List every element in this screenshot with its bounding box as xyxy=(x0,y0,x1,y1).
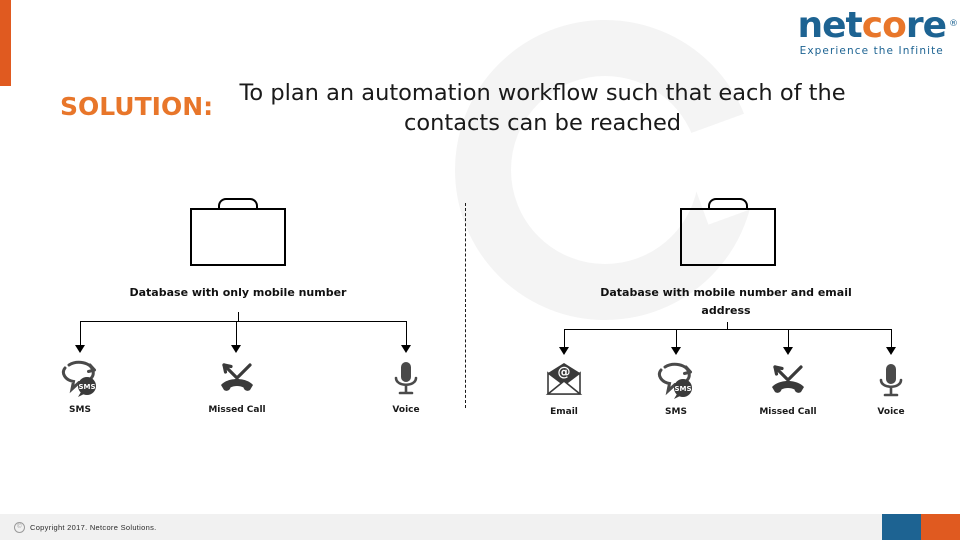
accent-bar-left xyxy=(0,0,11,86)
footer-accent-orange xyxy=(921,514,960,540)
solution-kicker: SOLUTION: xyxy=(60,92,214,121)
copyright-notice: © Copyright 2017. Netcore Solutions. xyxy=(14,522,157,533)
microphone-icon xyxy=(361,356,451,402)
briefcase-body-icon xyxy=(680,208,776,266)
connector-drop-right-3 xyxy=(788,329,789,349)
logo-wordmark: netcore® xyxy=(797,5,958,46)
channel-label: SMS xyxy=(69,405,91,415)
connector-stem-left xyxy=(238,312,239,322)
logo-text-net: net xyxy=(797,5,862,46)
briefcase-handle-icon xyxy=(218,198,258,210)
sms-bubble-icon: SMS xyxy=(631,358,721,404)
svg-text:@: @ xyxy=(558,365,571,380)
registered-trademark-icon: ® xyxy=(949,19,958,29)
logo-text-re: re xyxy=(905,5,947,46)
connector-arrow-left-3 xyxy=(401,345,411,353)
briefcase-handle-icon xyxy=(708,198,748,210)
headline-block: SOLUTION: To plan an automation workflow… xyxy=(60,78,850,138)
briefcase-body-icon xyxy=(190,208,286,266)
microphone-icon xyxy=(846,358,936,404)
connector-bus-right xyxy=(564,329,891,330)
channel-node-sms-right: SMS SMS xyxy=(631,358,721,417)
connector-drop-left-3 xyxy=(406,321,407,347)
connector-drop-left-2 xyxy=(236,321,237,347)
connector-bus-left xyxy=(80,321,406,322)
connector-drop-right-1 xyxy=(564,329,565,349)
missed-call-icon xyxy=(743,358,833,404)
connector-drop-left-1 xyxy=(80,321,81,347)
copyright-text: Copyright 2017. Netcore Solutions. xyxy=(30,523,157,532)
connector-drop-right-2 xyxy=(676,329,677,349)
connector-arrow-right-4 xyxy=(886,347,896,355)
connector-arrow-right-2 xyxy=(671,347,681,355)
email-envelope-icon: @ xyxy=(519,358,609,404)
netcore-logo: netcore® Experience the Infinite xyxy=(797,5,958,58)
connector-stem-right xyxy=(727,322,728,330)
channel-label: Voice xyxy=(392,405,420,415)
connector-arrow-left-1 xyxy=(75,345,85,353)
connector-drop-right-4 xyxy=(891,329,892,349)
channel-label: Missed Call xyxy=(208,405,266,415)
channel-label: SMS xyxy=(665,407,687,417)
channel-node-voice-left: Voice xyxy=(361,356,451,415)
connector-arrow-right-3 xyxy=(783,347,793,355)
svg-text:SMS: SMS xyxy=(674,385,691,393)
connector-arrow-left-2 xyxy=(231,345,241,353)
missed-call-icon xyxy=(192,356,282,402)
channel-node-voice-right: Voice xyxy=(846,358,936,417)
copyright-icon: © xyxy=(14,522,25,533)
logo-tagline: Experience the Infinite xyxy=(799,45,944,57)
channel-label: Missed Call xyxy=(759,407,817,417)
database-icon-right xyxy=(680,198,776,268)
svg-text:SMS: SMS xyxy=(78,383,95,391)
footer-band xyxy=(0,514,960,540)
database-caption-right: Database with mobile number and email ad… xyxy=(600,286,852,317)
channel-node-missed-call-right: Missed Call xyxy=(743,358,833,417)
solution-statement: To plan an automation workflow such that… xyxy=(239,80,846,136)
channel-label: Email xyxy=(550,407,578,417)
channel-node-sms-left: SMS SMS xyxy=(35,356,125,415)
logo-text-co: co xyxy=(861,5,907,46)
channel-label: Voice xyxy=(877,407,905,417)
channel-node-missed-call-left: Missed Call xyxy=(192,356,282,415)
center-dashed-divider xyxy=(465,203,466,408)
connector-arrow-right-1 xyxy=(559,347,569,355)
channel-node-email-right: @ Email xyxy=(519,358,609,417)
footer-accent-blue xyxy=(882,514,921,540)
database-caption-left: Database with only mobile number xyxy=(129,286,347,299)
sms-bubble-icon: SMS xyxy=(35,356,125,402)
database-icon-left xyxy=(190,198,286,268)
